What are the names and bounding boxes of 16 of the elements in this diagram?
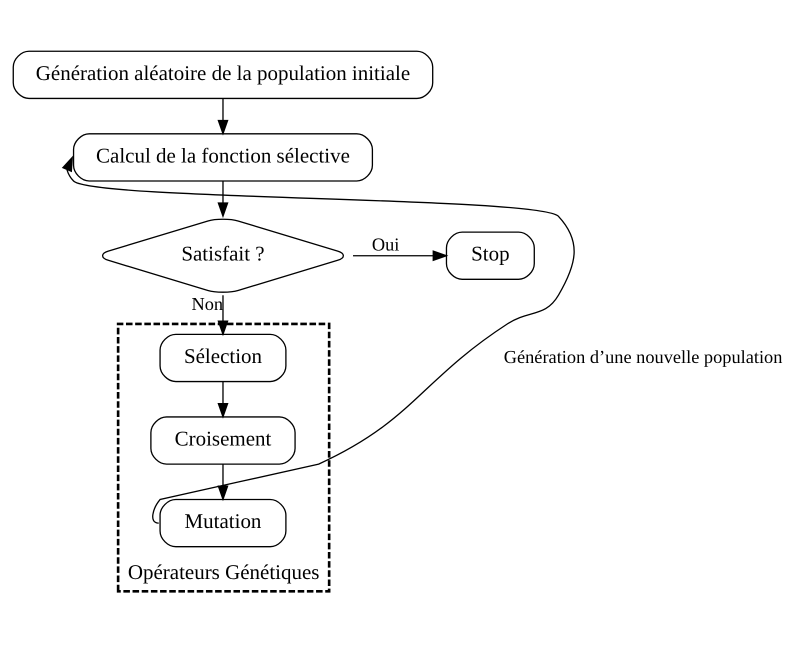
arrow: [217, 98, 228, 136]
node-box: Génération aléatoire de la population initiale: [12, 50, 434, 100]
edge-label: Génération d’une nouvelle population: [504, 346, 782, 367]
arrow: [353, 250, 448, 262]
arrow: [62, 156, 575, 524]
arrow: [217, 181, 228, 218]
arrow: [217, 295, 228, 336]
node-box: Sélection: [159, 334, 287, 382]
edge-label: Oui: [372, 234, 400, 255]
node-box: Mutation: [159, 498, 287, 548]
edge-label: Non: [191, 294, 224, 314]
arrow: [217, 382, 228, 419]
node-box: Stop: [446, 231, 535, 280]
node-box: Croisement: [150, 416, 296, 465]
arrow: [217, 464, 228, 502]
node-box: Calcul de la fonction sélective: [72, 133, 374, 182]
